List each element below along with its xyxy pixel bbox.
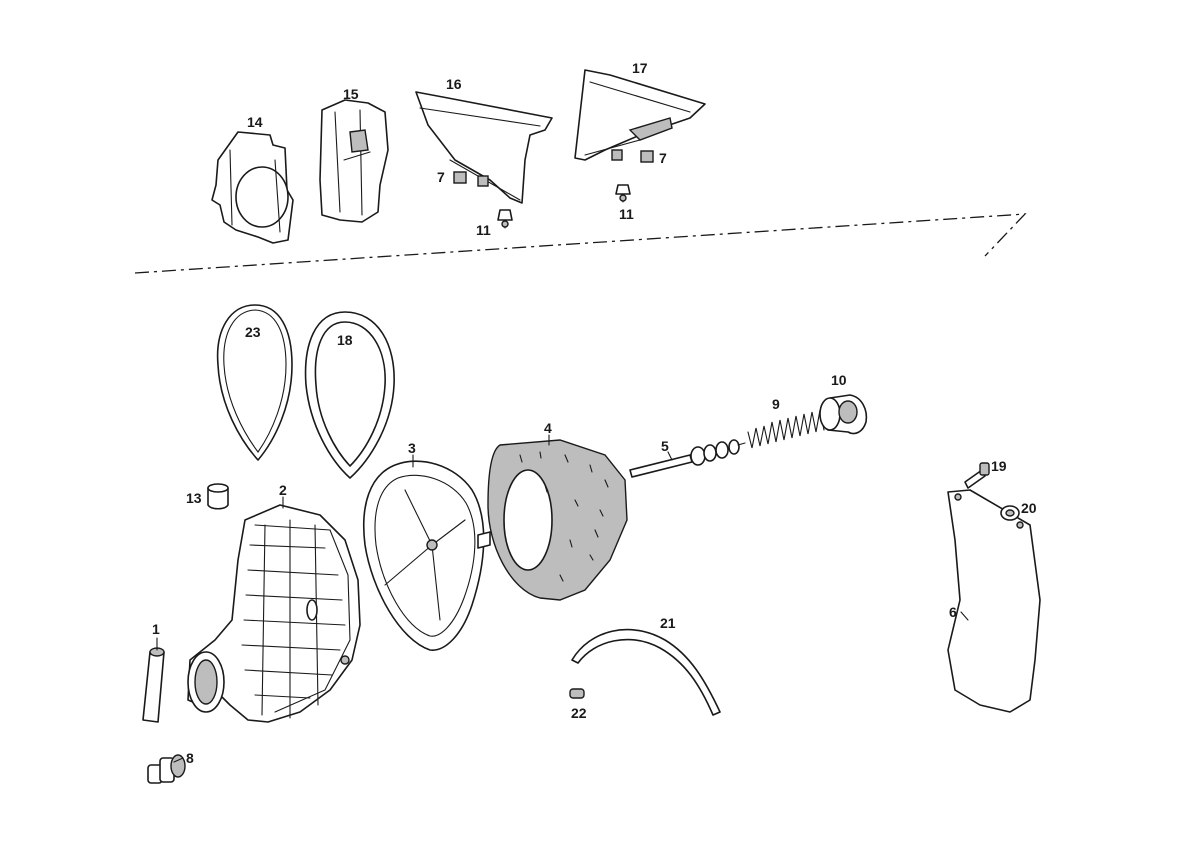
part-20-washer: [1000, 505, 1020, 521]
label-15: 15: [343, 86, 359, 102]
part-21-hose: [571, 628, 721, 716]
label-9: 9: [772, 396, 780, 412]
label-17: 17: [632, 60, 648, 76]
label-3: 3: [408, 440, 416, 456]
label-23: 23: [245, 324, 261, 340]
part-15-cover-panel: [319, 99, 389, 223]
label-18: 18: [337, 332, 353, 348]
part-22-clamp: [569, 688, 585, 699]
part-16-duct-bracket: [415, 91, 553, 204]
part-11-screw-a: [497, 209, 513, 229]
label-13: 13: [186, 490, 202, 506]
label-7b: 7: [659, 150, 667, 166]
label-4: 4: [544, 420, 552, 436]
part-23-gasket-ring: [216, 304, 293, 461]
label-22: 22: [571, 705, 587, 721]
label-7a: 7: [437, 169, 445, 185]
label-10: 10: [831, 372, 847, 388]
label-6: 6: [949, 604, 957, 620]
part-10-cap-nut: [819, 394, 868, 435]
label-20: 20: [1021, 500, 1037, 516]
label-1: 1: [152, 621, 160, 637]
label-8: 8: [186, 750, 194, 766]
label-11a: 11: [476, 222, 491, 238]
label-19: 19: [991, 458, 1007, 474]
part-19-bolt: [964, 462, 990, 489]
label-16: 16: [446, 76, 462, 92]
part-8-fitting: [147, 754, 186, 784]
part-6-shield-plate: [947, 489, 1041, 713]
part-4-filter-element: [487, 439, 628, 601]
part-9-spring: [747, 409, 825, 449]
part-5-rod: [629, 439, 746, 478]
part-11-screw-b: [615, 184, 631, 203]
part-18-seal-ring: [304, 311, 395, 479]
section-divider-line: [134, 213, 1027, 274]
part-1-drain-hose: [142, 647, 165, 723]
label-5: 5: [661, 438, 669, 454]
label-11b: 11: [619, 206, 634, 222]
part-3-filter-frame: [363, 460, 491, 651]
part-2-air-box-housing: [187, 504, 361, 723]
part-14-bracket-plate: [211, 131, 294, 244]
part-17-duct-bracket: [574, 69, 706, 163]
part-13-plug: [207, 483, 229, 510]
label-21: 21: [660, 615, 676, 631]
leader-lines: [156, 434, 969, 763]
label-2: 2: [279, 482, 287, 498]
label-14: 14: [247, 114, 263, 130]
